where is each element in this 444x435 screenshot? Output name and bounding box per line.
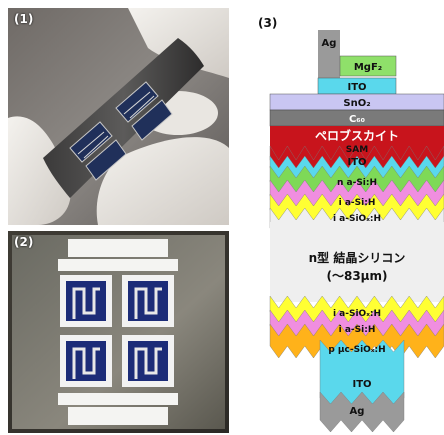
cell-2: [85, 139, 127, 181]
photo-substrate-top: (2): [8, 231, 229, 433]
layer-sam-label: SAM: [346, 145, 368, 155]
layer-ag-bottom: [319, 391, 405, 433]
photo-substrate-image: [8, 231, 229, 433]
glove-bottom: [96, 137, 229, 225]
layer-i-asi-bottom-label: i a-Si:H: [339, 325, 376, 335]
panel-label-3: (3): [258, 16, 278, 30]
layer-i-asi-top-label: i a-Si:H: [339, 198, 376, 208]
pad-top: [68, 239, 168, 257]
layer-i-asiox-top-label: i a-SiOₓ:H: [333, 214, 381, 224]
layer-ito-mid-label: ITO: [347, 157, 366, 168]
layer-mgf2: [339, 55, 397, 77]
layer-mgf2-label: MgF₂: [354, 62, 382, 73]
layer-ito-bottom-label: ITO: [352, 379, 371, 390]
pad-bottom: [68, 407, 168, 425]
layer-n-asi-label: n a-Si:H: [337, 178, 377, 188]
layer-perovskite: [270, 126, 444, 160]
photo-flexible-cell-image: [8, 8, 229, 225]
textured-layer-group: SAM ITO n a-Si:H i a-Si:H i a-SiOₓ:H i a-SiOₓ…: [269, 145, 444, 433]
layer-wafer: [270, 222, 444, 302]
wafer-label-line1: n型 結晶シリコン: [309, 250, 406, 265]
layer-perovskite-label: ペロブスカイト: [315, 128, 399, 143]
layer-ito-top-label: ITO: [347, 82, 366, 93]
layer-c60-label: C₆₀: [349, 114, 365, 125]
layer-ag-top: [318, 30, 340, 78]
layer-ag-top-label: Ag: [322, 38, 337, 49]
glove-left: [8, 116, 71, 225]
layer-p-ucsiox-label: p µc-SiOₓ:H: [328, 345, 385, 355]
wafer-label-line2: (～83µm): [326, 269, 387, 283]
cell-4: [131, 99, 173, 141]
layer-i-asiox-bottom-label: i a-SiOₓ:H: [333, 309, 381, 319]
panel-label-2: (2): [14, 235, 34, 249]
wafer-text-group: n型 結晶シリコン (～83µm): [309, 250, 406, 283]
layer-ag-bottom-label: Ag: [350, 406, 365, 417]
layer-sno2-label: SnO₂: [343, 98, 370, 109]
photo-flexible-cell: (1): [8, 8, 229, 225]
panel-label-1: (1): [14, 12, 34, 26]
layer-stack-diagram: Ag MgF₂ ITO SnO₂ C₆₀ ペロブスカイト SAM ITO n a-S…: [269, 30, 444, 433]
